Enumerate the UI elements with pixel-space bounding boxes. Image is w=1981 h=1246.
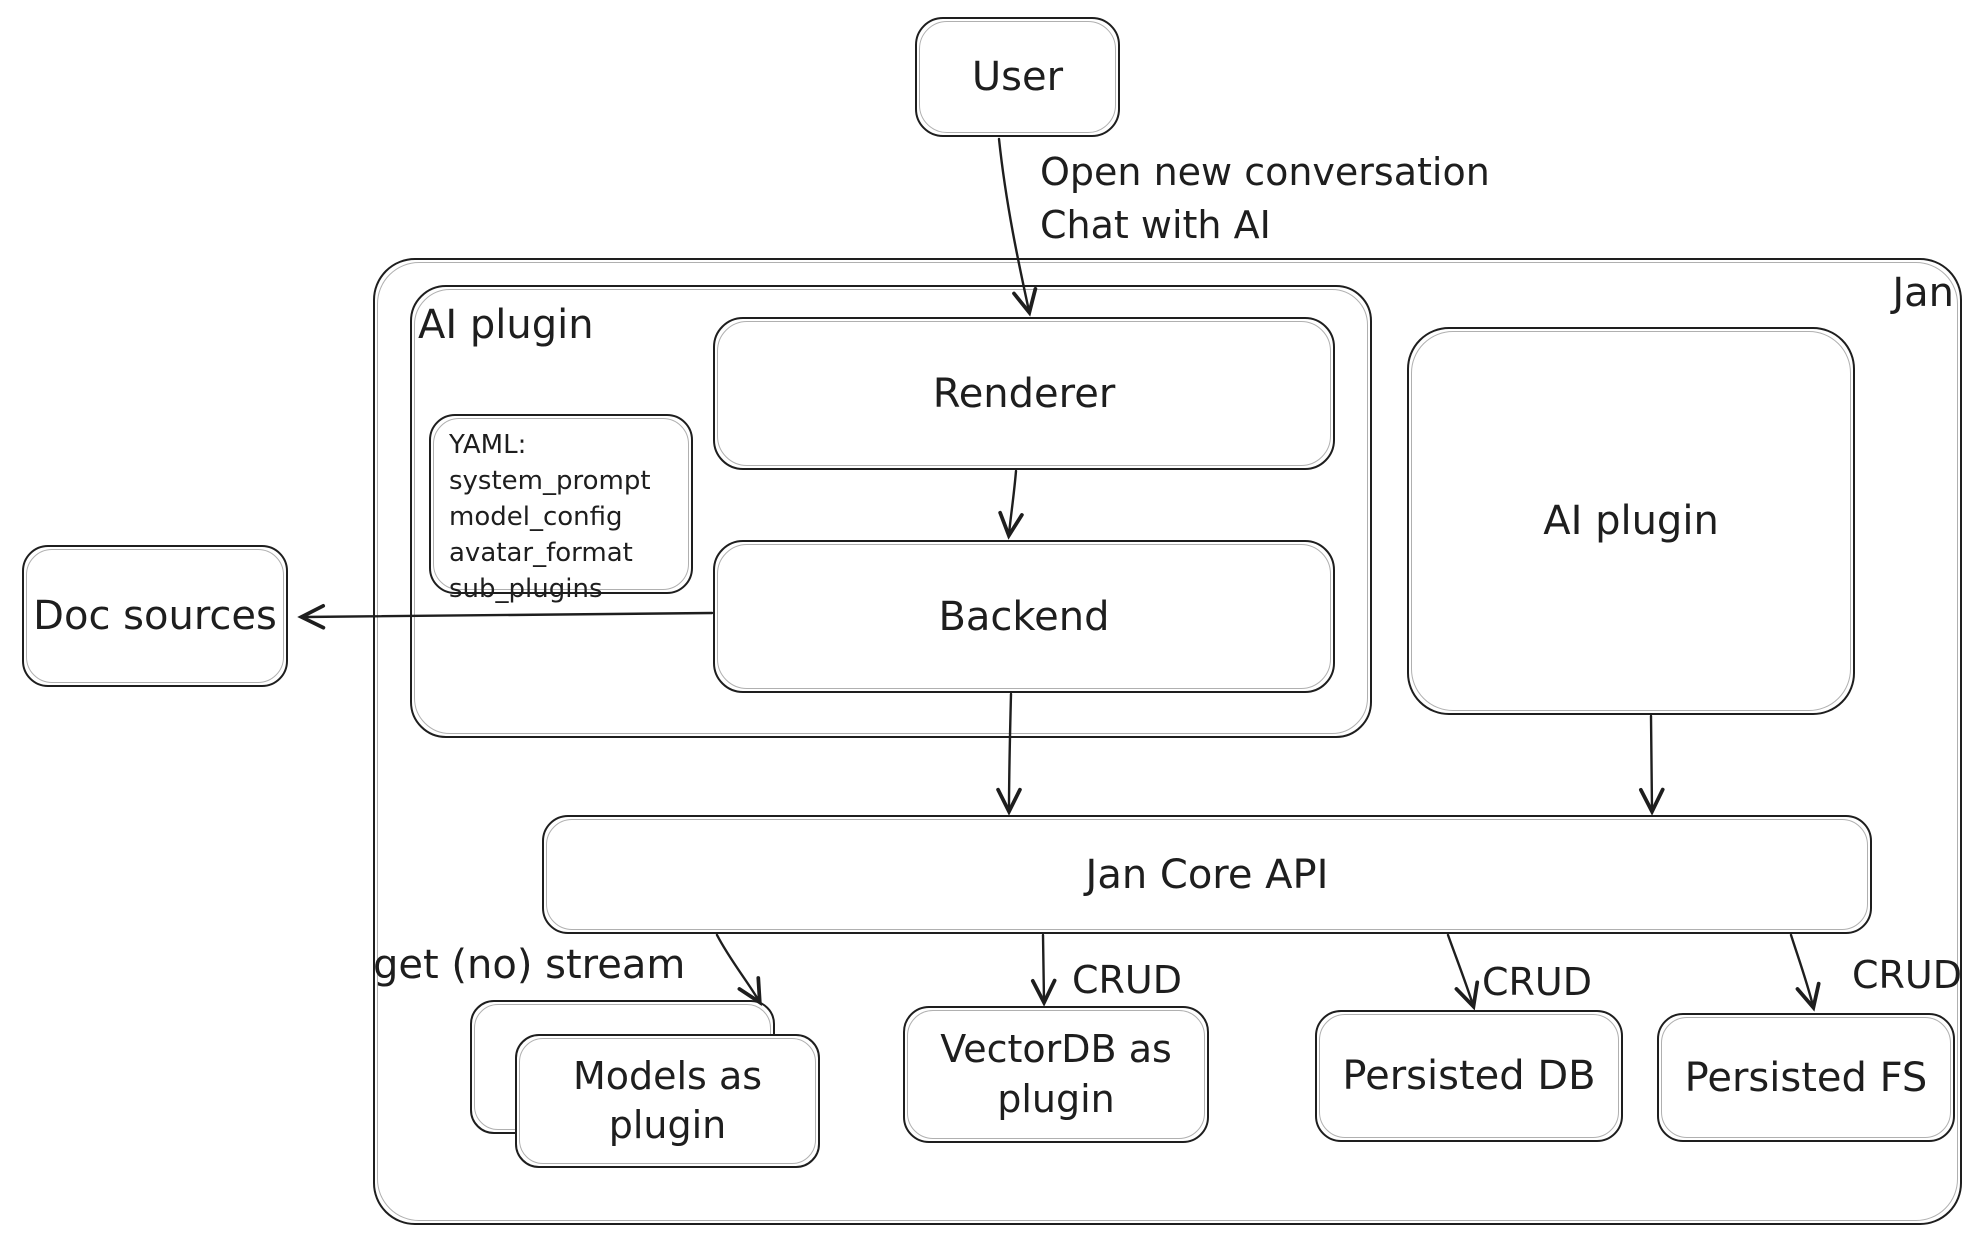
jan-container-label: Jan <box>1892 270 1954 316</box>
user-node: User <box>915 17 1120 137</box>
renderer-node: Renderer <box>713 317 1335 470</box>
ai-plugin-container-label: AI plugin <box>418 302 594 348</box>
renderer-node-label: Renderer <box>932 370 1116 417</box>
backend-node-label: Backend <box>938 593 1110 640</box>
backend-node: Backend <box>713 540 1335 693</box>
user-node-label: User <box>971 54 1064 100</box>
ai-plugin-container-box <box>410 285 1372 738</box>
crud-persisted-fs-edge-label: CRUD <box>1852 953 1963 997</box>
yaml-note-line: sub_plugins <box>449 573 603 604</box>
persisted-db-node-label: Persisted DB <box>1342 1053 1596 1099</box>
jan-core-api-node: Jan Core API <box>542 815 1872 934</box>
jan-core-api-node-label: Jan Core API <box>1085 851 1329 898</box>
persisted-fs-node-label: Persisted FS <box>1684 1054 1928 1101</box>
yaml-note-line: YAML: <box>449 430 527 460</box>
models-plugin-node: Models as plugin <box>515 1034 820 1168</box>
user-edge-label-line1: Open new conversation <box>1040 150 1490 194</box>
jan-container-box <box>373 258 1962 1225</box>
crud-vectordb-edge-label: CRUD <box>1072 958 1183 1002</box>
user-edge-label-line2: Chat with AI <box>1040 203 1271 247</box>
yaml-note: YAML: system_prompt model_config avatar_… <box>429 414 693 604</box>
crud-persisted-db-edge-label: CRUD <box>1482 960 1593 1004</box>
doc-sources-node-label: Doc sources <box>33 593 277 639</box>
vectordb-plugin-node: VectorDB as plugin <box>903 1006 1209 1143</box>
get-stream-edge-label: get (no) stream <box>373 942 686 988</box>
yaml-note-line: model_config <box>449 501 623 532</box>
yaml-note-line: avatar_format <box>449 537 633 568</box>
persisted-db-node: Persisted DB <box>1315 1010 1623 1142</box>
ai-plugin-right-node-label: AI plugin <box>1543 498 1719 544</box>
persisted-fs-node: Persisted FS <box>1657 1013 1955 1142</box>
vectordb-plugin-node-label: VectorDB as plugin <box>940 1027 1172 1121</box>
ai-plugin-right-node: AI plugin <box>1407 327 1855 715</box>
doc-sources-node: Doc sources <box>22 545 288 687</box>
yaml-note-line: system_prompt <box>449 465 651 496</box>
models-plugin-node-label: Models as plugin <box>572 1053 763 1147</box>
